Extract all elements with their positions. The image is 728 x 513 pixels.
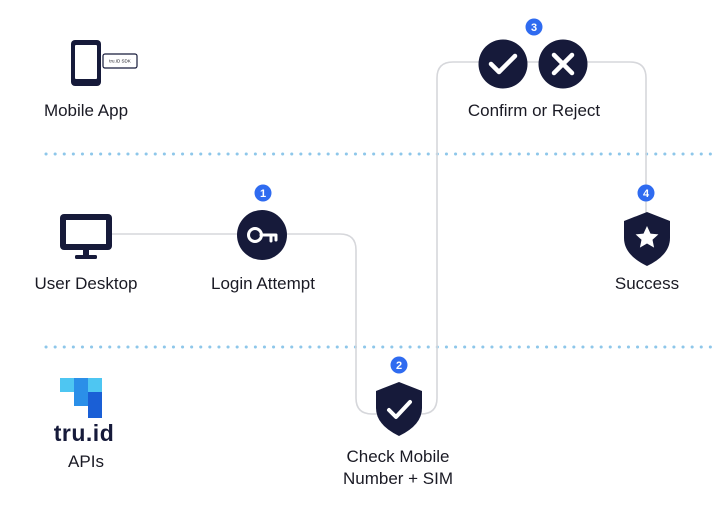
lane-label-apis: APIs <box>68 452 104 471</box>
x-circle-icon <box>538 39 588 89</box>
step-1-label: Login Attempt <box>211 274 315 293</box>
desktop-monitor-icon <box>60 214 112 259</box>
lane-label-mobile-app: Mobile App <box>44 101 128 120</box>
step-2-label-line2: Number + SIM <box>343 469 453 488</box>
brand-wordmark: tru.id <box>54 420 115 446</box>
shield-star-icon <box>624 212 670 266</box>
step-3-label: Confirm or Reject <box>468 101 601 120</box>
step-2-badge: 2 <box>390 356 408 374</box>
check-circle-icon <box>478 39 528 89</box>
tru-id-logo-icon <box>60 378 102 418</box>
step-4-number: 4 <box>643 188 650 200</box>
key-icon <box>237 210 287 260</box>
step-1-number: 1 <box>260 188 266 200</box>
sdk-label: tru.ID SDK <box>109 59 131 64</box>
step-4-label: Success <box>615 274 679 293</box>
shield-check-icon <box>376 382 422 436</box>
mobile-phone-icon: tru.ID SDK <box>71 40 138 86</box>
step-3-number: 3 <box>531 22 537 34</box>
flow-connector <box>112 61 647 415</box>
step-2-number: 2 <box>396 360 402 372</box>
step-4-badge: 4 <box>637 184 655 202</box>
lane-label-user-desktop: User Desktop <box>35 274 138 293</box>
step-2-label-line1: Check Mobile <box>347 447 450 466</box>
step-3-badge: 3 <box>525 18 543 36</box>
step-1-badge: 1 <box>254 184 272 202</box>
